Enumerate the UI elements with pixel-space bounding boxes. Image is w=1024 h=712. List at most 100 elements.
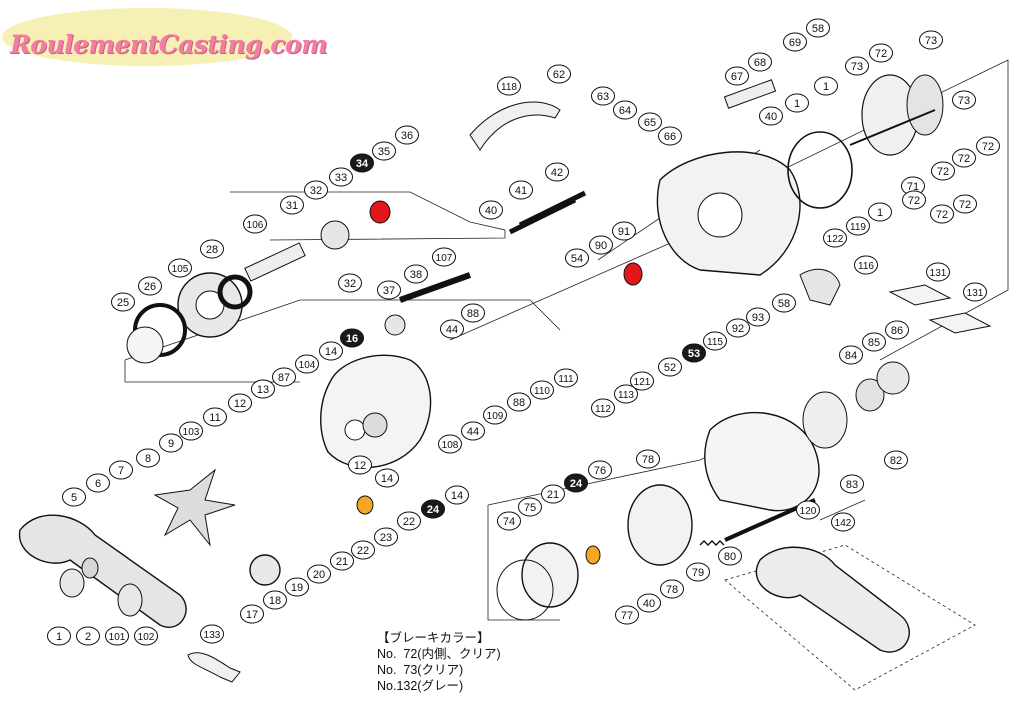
- brake-color-legend: 【ブレーキカラー】 No. 72(内側、クリア) No. 73(クリア) No.…: [377, 630, 501, 694]
- callout-label: 53: [688, 348, 700, 360]
- handle-right: [755, 546, 910, 653]
- brake-housing: [802, 391, 848, 449]
- cast-knob: [249, 554, 281, 586]
- callout-label: 68: [754, 57, 766, 69]
- callout-bubble: [658, 126, 682, 146]
- callout-bubble: [159, 433, 183, 453]
- callout-bubble: [330, 551, 354, 571]
- callout-label: 72: [958, 153, 970, 165]
- callout-part-72: 72: [931, 161, 955, 181]
- callout-label: 133: [204, 630, 221, 641]
- callout-label: 1: [823, 81, 829, 93]
- callout-part-58: 58: [772, 293, 796, 313]
- callout-bubble: [372, 141, 396, 161]
- callout-bubble: [497, 76, 521, 96]
- callout-part-77: 77: [615, 605, 639, 625]
- callout-bubble: [591, 398, 615, 418]
- callout-bubble: [329, 167, 353, 187]
- brake-cover: [521, 542, 579, 608]
- callout-part-37: 37: [377, 280, 401, 300]
- star-drag: [153, 468, 236, 547]
- callout-part-8: 8: [136, 448, 160, 468]
- callout-label: 9: [168, 438, 174, 450]
- callout-bubble: [272, 367, 296, 387]
- callout-part-67: 67: [725, 66, 749, 86]
- bearing-34-red: [369, 200, 391, 224]
- callout-label: 73: [958, 95, 970, 107]
- callout-bubble: [507, 392, 531, 412]
- callout-bubble: [612, 221, 636, 241]
- callout-part-33: 33: [329, 167, 353, 187]
- callout-bubble: [203, 407, 227, 427]
- callout-part-44: 44: [440, 319, 464, 339]
- callout-part-118: 118: [497, 76, 521, 96]
- callout-part-42: 42: [545, 162, 569, 182]
- callout-bubble: [285, 577, 309, 597]
- callout-part-79: 79: [686, 562, 710, 582]
- clip-131a: [888, 284, 952, 306]
- callout-label: 67: [731, 71, 743, 83]
- callout-bubble: [105, 626, 129, 646]
- worm-gear: [384, 314, 406, 336]
- callout-label: 69: [789, 37, 801, 49]
- callout-part-105: 105: [168, 258, 192, 278]
- callout-part-91: 91: [612, 221, 636, 241]
- legend-title: 【ブレーキカラー】: [377, 631, 490, 645]
- callout-label: 77: [621, 610, 633, 622]
- callout-part-116: 116: [854, 255, 878, 275]
- callout-label: 102: [138, 632, 155, 643]
- callout-bubble: [136, 448, 160, 468]
- callout-bubble: [931, 161, 955, 181]
- callout-part-21: 21: [330, 551, 354, 571]
- callout-label: 119: [850, 222, 866, 233]
- callout-label: 6: [95, 478, 101, 490]
- callout-label: 110: [534, 386, 550, 397]
- callout-bubble: [530, 380, 554, 400]
- callout-bubble: [47, 626, 71, 646]
- callout-part-28: 28: [200, 239, 224, 259]
- callout-bubble: [588, 460, 612, 480]
- callout-part-31: 31: [280, 195, 304, 215]
- callout-label: 111: [558, 374, 574, 385]
- callout-bubble: [461, 421, 485, 441]
- callout-label: 86: [891, 325, 903, 337]
- callout-bubble: [658, 357, 682, 377]
- callout-part-109: 109: [483, 405, 507, 425]
- callout-label: 66: [664, 131, 676, 143]
- callout-part-113: 113: [614, 384, 638, 404]
- callout-part-86: 86: [885, 320, 909, 340]
- callout-label: 22: [403, 516, 415, 528]
- callout-part-72: 72: [902, 190, 926, 210]
- callout-bubble: [179, 421, 203, 441]
- callout-label: 71: [907, 181, 919, 193]
- callout-bubble: [307, 564, 331, 584]
- callout-bubble: [963, 282, 987, 302]
- callout-label: 63: [597, 91, 609, 103]
- callout-label: 92: [732, 323, 744, 335]
- callout-bubble: [395, 125, 419, 145]
- callout-label: 79: [692, 567, 704, 579]
- o-ring: [496, 559, 554, 621]
- callout-bubble: [377, 280, 401, 300]
- callout-part-101: 101: [105, 626, 129, 646]
- callout-bubble: [240, 604, 264, 624]
- callout-part-78: 78: [636, 449, 660, 469]
- callout-bubble: [554, 368, 578, 388]
- callout-bubble: [840, 474, 864, 494]
- callout-bubble: [440, 319, 464, 339]
- callout-label: 24: [570, 478, 583, 490]
- callout-part-104: 104: [295, 354, 319, 374]
- handle-nut: [81, 557, 99, 579]
- guide-rod-42: [518, 190, 587, 228]
- callout-label: 33: [335, 172, 347, 184]
- callout-bubble: [547, 64, 571, 84]
- callout-label: 32: [344, 278, 356, 290]
- spool-shaft: [849, 109, 936, 146]
- callout-bubble: [350, 153, 374, 173]
- callout-label: 62: [553, 69, 565, 81]
- callout-part-131: 131: [926, 262, 950, 282]
- callout-label: 8: [145, 453, 151, 465]
- callout-part-83: 83: [840, 474, 864, 494]
- callout-part-88: 88: [461, 303, 485, 323]
- callout-label: 2: [85, 631, 91, 643]
